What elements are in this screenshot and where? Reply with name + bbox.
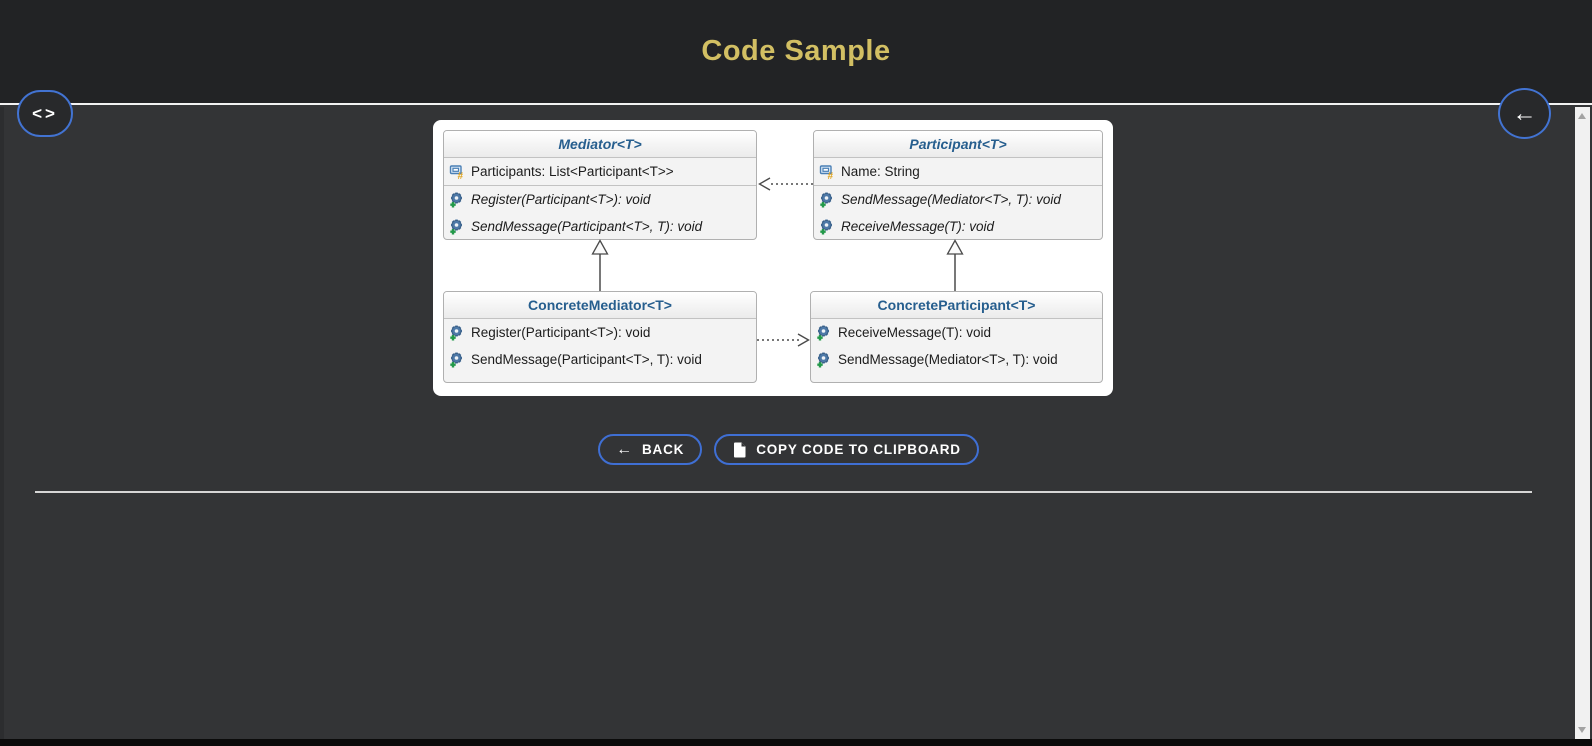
svg-text:#: # — [828, 171, 834, 180]
properties-section: # Participants: List<Participant<T>> — [444, 158, 756, 186]
property-label: Participants: List<Participant<T>> — [471, 164, 674, 179]
method-row: SendMessage(Mediator<T>, T): void — [811, 346, 1102, 373]
method-row: SendMessage(Participant<T>, T): void — [444, 213, 756, 239]
class-title: Mediator<T> — [444, 131, 756, 158]
field-icon: # — [449, 165, 464, 180]
copy-code-button[interactable]: COPY CODE TO CLIPBOARD — [714, 434, 979, 465]
bottom-edge-bar — [0, 739, 1592, 746]
arrow-left-icon: ← — [1512, 99, 1537, 127]
copy-code-button-label: COPY CODE TO CLIPBOARD — [756, 442, 961, 457]
class-title: ConcreteParticipant<T> — [811, 292, 1102, 319]
properties-section: # Name: String — [814, 158, 1102, 186]
back-button-label: BACK — [641, 442, 685, 457]
method-icon — [450, 219, 462, 235]
property-label: Name: String — [841, 164, 920, 179]
class-title: ConcreteMediator<T> — [444, 292, 756, 319]
method-row: ReceiveMessage(T): void — [811, 319, 1102, 346]
method-label: SendMessage(Mediator<T>, T): void — [841, 192, 1061, 207]
uml-diagram-panel: Mediator<T> # Participants: List<Partici… — [433, 120, 1113, 396]
method-icon — [817, 352, 829, 368]
method-label: SendMessage(Mediator<T>, T): void — [838, 352, 1058, 367]
property-row: # Name: String — [814, 158, 1102, 185]
method-row: ReceiveMessage(T): void — [814, 213, 1102, 239]
svg-text:#: # — [458, 171, 464, 180]
method-icon — [450, 352, 462, 368]
left-edge-strip — [0, 107, 4, 739]
methods-section: Register(Participant<T>): void SendMessa… — [444, 319, 756, 373]
document-icon — [732, 442, 747, 458]
property-row: # Participants: List<Participant<T>> — [444, 158, 756, 185]
navigate-back-button[interactable]: ← — [1498, 88, 1551, 139]
method-label: ReceiveMessage(T): void — [838, 325, 992, 340]
method-icon — [820, 219, 832, 235]
divider — [35, 491, 1532, 493]
arrow-left-icon: ← — [616, 440, 633, 458]
class-box-participant: Participant<T> # Name: String SendMessag… — [813, 130, 1103, 240]
action-bar: ← BACK COPY CODE TO CLIPBOARD — [0, 434, 1577, 465]
field-icon: # — [819, 165, 834, 180]
back-button[interactable]: ← BACK — [598, 434, 703, 465]
method-row: Register(Participant<T>): void — [444, 186, 756, 213]
app-header: Code Sample — [0, 0, 1592, 105]
methods-section: SendMessage(Mediator<T>, T): void Receiv… — [814, 186, 1102, 239]
method-label: Register(Participant<T>): void — [471, 192, 651, 207]
method-row: SendMessage(Mediator<T>, T): void — [814, 186, 1102, 213]
method-icon — [820, 192, 832, 208]
page-title: Code Sample — [701, 35, 891, 67]
method-label: ReceiveMessage(T): void — [841, 219, 995, 234]
class-box-concrete-participant: ConcreteParticipant<T> ReceiveMessage(T)… — [810, 291, 1103, 383]
class-box-concrete-mediator: ConcreteMediator<T> Register(Participant… — [443, 291, 757, 383]
method-label: SendMessage(Participant<T>, T): void — [471, 219, 703, 234]
vertical-scrollbar[interactable] — [1575, 107, 1590, 739]
class-box-mediator: Mediator<T> # Participants: List<Partici… — [443, 130, 757, 240]
method-icon — [450, 192, 462, 208]
method-row: SendMessage(Participant<T>, T): void — [444, 346, 756, 373]
class-title: Participant<T> — [814, 131, 1102, 158]
scroll-down-arrow-icon[interactable] — [1578, 727, 1586, 733]
scroll-up-arrow-icon[interactable] — [1578, 113, 1586, 119]
method-icon — [450, 325, 462, 341]
method-icon — [817, 325, 829, 341]
method-row: Register(Participant<T>): void — [444, 319, 756, 346]
method-label: SendMessage(Participant<T>, T): void — [471, 352, 702, 367]
methods-section: Register(Participant<T>): void SendMessa… — [444, 186, 756, 239]
methods-section: ReceiveMessage(T): void SendMessage(Medi… — [811, 319, 1102, 373]
code-icon: <> — [32, 103, 58, 123]
toggle-code-view-button[interactable]: <> — [17, 90, 73, 137]
method-label: Register(Participant<T>): void — [471, 325, 651, 340]
